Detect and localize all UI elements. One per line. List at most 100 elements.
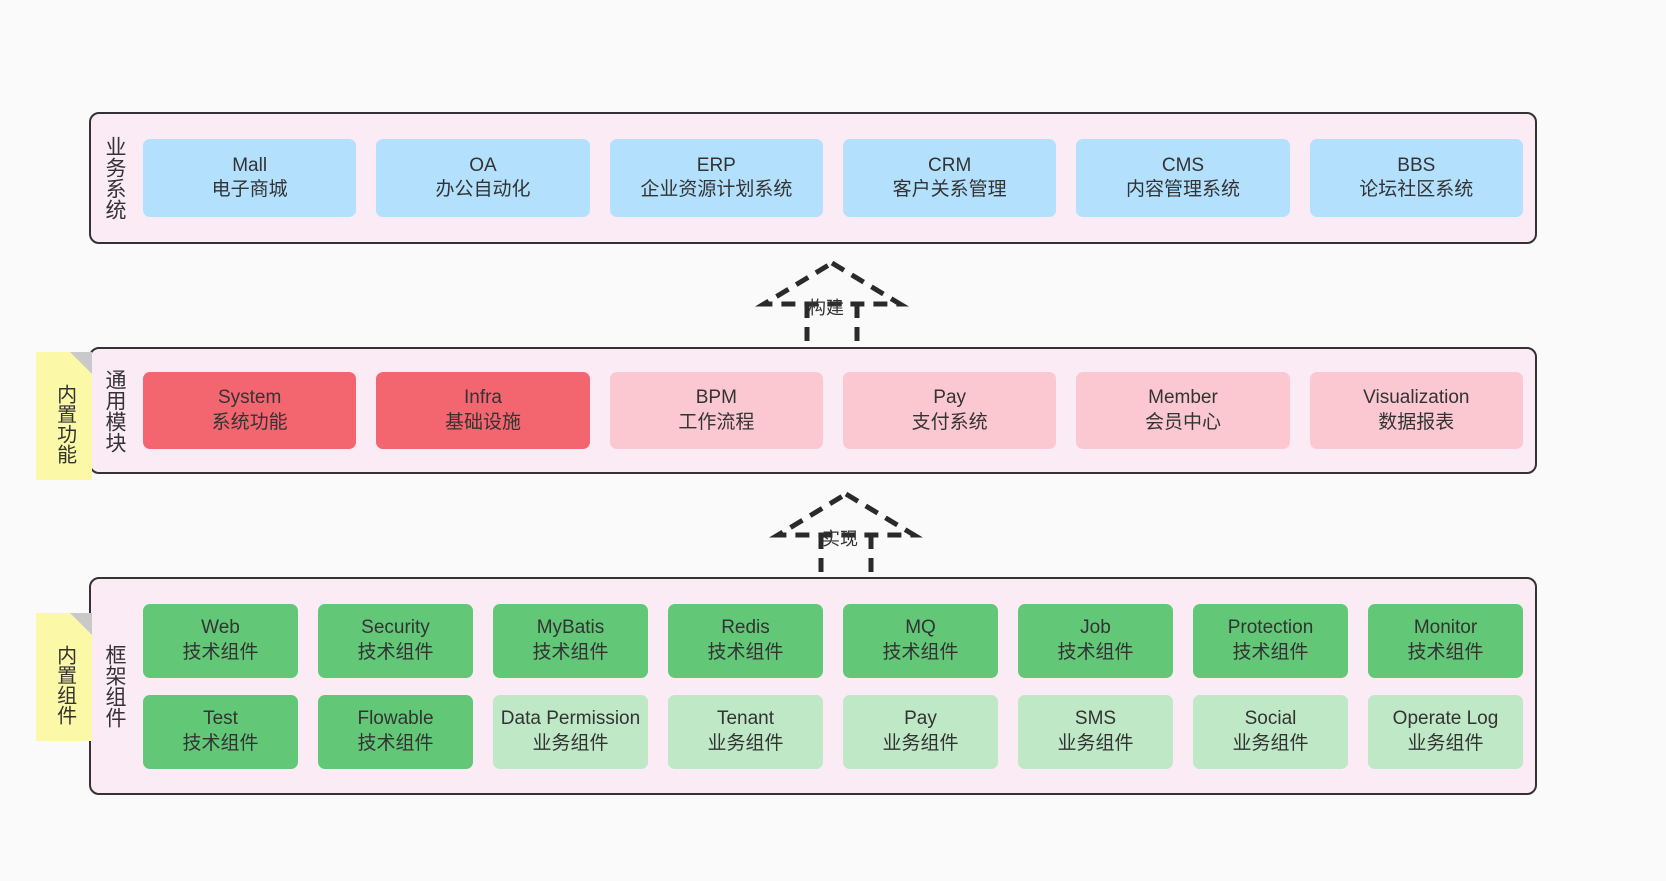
- box-infra[interactable]: Infra 基础设施: [376, 372, 590, 449]
- box-subtitle: 业务组件: [1407, 732, 1484, 754]
- box-title: Protection: [1227, 617, 1314, 639]
- box-subtitle: 基础设施: [444, 411, 521, 433]
- box-pay-component[interactable]: Pay 业务组件: [843, 694, 998, 769]
- generalization-arrow-icon: [769, 491, 923, 577]
- box-erp[interactable]: ERP 企业资源计划系统: [609, 139, 823, 217]
- box-subtitle: 支付系统: [911, 411, 988, 433]
- box-bpm[interactable]: BPM 工作流程: [609, 372, 823, 449]
- box-subtitle: 业务组件: [532, 732, 609, 754]
- box-bbs[interactable]: BBS 论坛社区系统: [1309, 139, 1523, 217]
- box-subtitle: 技术组件: [882, 641, 959, 663]
- box-flowable[interactable]: Flowable 技术组件: [318, 694, 473, 769]
- box-web[interactable]: Web 技术组件: [143, 603, 298, 678]
- box-title: ERP: [696, 154, 736, 176]
- box-tenant[interactable]: Tenant 业务组件: [668, 694, 823, 769]
- layer-common-modules: 通用模块 System 系统功能 Infra 基础设施 BPM 工作流程 Pay…: [89, 347, 1537, 474]
- box-subtitle: 技术组件: [182, 641, 259, 663]
- connector-implement: 实现: [766, 489, 926, 577]
- box-title: CRM: [928, 154, 972, 176]
- box-title: Security: [361, 617, 430, 639]
- box-subtitle: 内容管理系统: [1125, 179, 1240, 200]
- box-title: BBS: [1397, 154, 1436, 176]
- generalization-arrow-icon: [755, 260, 909, 348]
- box-subtitle: 业务组件: [707, 732, 784, 754]
- box-title: Data Permission: [500, 708, 641, 730]
- row-technical-components: Web 技术组件 Security 技术组件 MyBatis 技术组件 Redi…: [143, 603, 1523, 678]
- box-security[interactable]: Security 技术组件: [318, 603, 473, 678]
- box-subtitle: 业务组件: [1232, 732, 1309, 754]
- box-title: SMS: [1074, 708, 1117, 730]
- box-title: Flowable: [357, 708, 434, 730]
- box-cms[interactable]: CMS 内容管理系统: [1076, 139, 1290, 217]
- layer-body-framework-components: Web 技术组件 Security 技术组件 MyBatis 技术组件 Redi…: [137, 579, 1535, 793]
- row-business-systems: Mall 电子商城 OA 办公自动化 ERP 企业资源计划系统 CRM 客户关系…: [143, 139, 1523, 217]
- connector-build: 构建: [752, 258, 912, 348]
- folded-corner-icon: [70, 613, 92, 635]
- box-operate-log[interactable]: Operate Log 业务组件: [1368, 694, 1523, 769]
- box-oa[interactable]: OA 办公自动化: [376, 139, 590, 217]
- box-mybatis[interactable]: MyBatis 技术组件: [493, 603, 648, 678]
- box-title: MQ: [905, 617, 936, 639]
- box-title: Pay: [933, 387, 967, 409]
- box-subtitle: 技术组件: [1232, 641, 1309, 663]
- sticky-note-text: 内置功能: [53, 384, 76, 464]
- box-system[interactable]: System 系统功能: [143, 372, 357, 449]
- layer-body-common-modules: System 系统功能 Infra 基础设施 BPM 工作流程 Pay 支付系统…: [137, 349, 1535, 472]
- box-subtitle: 论坛社区系统: [1359, 179, 1474, 200]
- box-mq[interactable]: MQ 技术组件: [843, 603, 998, 678]
- box-title: Redis: [721, 617, 770, 639]
- box-member[interactable]: Member 会员中心: [1076, 372, 1290, 449]
- box-title: OA: [469, 154, 497, 176]
- box-subtitle: 技术组件: [707, 641, 784, 663]
- box-title: Monitor: [1413, 617, 1478, 639]
- box-subtitle: 企业资源计划系统: [640, 179, 793, 200]
- box-title: Infra: [463, 387, 502, 409]
- box-title: Operate Log: [1392, 708, 1499, 730]
- row-common-modules: System 系统功能 Infra 基础设施 BPM 工作流程 Pay 支付系统…: [143, 372, 1523, 449]
- folded-corner-icon: [70, 352, 92, 374]
- box-title: Social: [1244, 708, 1297, 730]
- box-title: Web: [201, 617, 240, 639]
- layer-title-common-modules: 通用模块: [102, 368, 126, 453]
- layer-body-business-systems: Mall 电子商城 OA 办公自动化 ERP 企业资源计划系统 CRM 客户关系…: [137, 114, 1535, 242]
- box-subtitle: 技术组件: [357, 641, 434, 663]
- box-data-permission[interactable]: Data Permission 业务组件: [493, 694, 648, 769]
- connector-build-label: 构建: [808, 298, 844, 318]
- sticky-note-builtin-features: 内置功能: [36, 352, 92, 480]
- box-title: BPM: [695, 387, 737, 409]
- box-title: System: [217, 387, 282, 409]
- box-monitor[interactable]: Monitor 技术组件: [1368, 603, 1523, 678]
- box-title: Test: [203, 708, 238, 730]
- box-social[interactable]: Social 业务组件: [1193, 694, 1348, 769]
- box-subtitle: 技术组件: [182, 732, 259, 754]
- box-title: Member: [1148, 387, 1218, 409]
- box-title: Pay: [904, 708, 937, 730]
- box-protection[interactable]: Protection 技术组件: [1193, 603, 1348, 678]
- layer-title-business-systems: 业务系统: [102, 136, 126, 220]
- box-crm[interactable]: CRM 客户关系管理: [842, 139, 1057, 217]
- box-subtitle: 数据报表: [1378, 411, 1455, 433]
- box-subtitle: 系统功能: [211, 411, 288, 433]
- box-job[interactable]: Job 技术组件: [1018, 603, 1173, 678]
- box-sms[interactable]: SMS 业务组件: [1018, 694, 1173, 769]
- box-subtitle: 业务组件: [882, 732, 959, 754]
- layer-title-framework-components: 框架组件: [102, 644, 126, 728]
- box-title: Tenant: [716, 708, 775, 730]
- box-subtitle: 技术组件: [532, 641, 609, 663]
- sticky-note-builtin-components: 内置组件: [36, 613, 92, 741]
- box-pay-module[interactable]: Pay 支付系统: [842, 372, 1057, 449]
- box-subtitle: 电子商城: [211, 179, 288, 200]
- box-redis[interactable]: Redis 技术组件: [668, 603, 823, 678]
- box-subtitle: 业务组件: [1057, 732, 1134, 754]
- box-subtitle: 会员中心: [1144, 411, 1221, 433]
- box-mall[interactable]: Mall 电子商城: [143, 139, 357, 217]
- box-subtitle: 技术组件: [1407, 641, 1484, 663]
- box-visualization[interactable]: Visualization 数据报表: [1309, 372, 1523, 449]
- box-title: MyBatis: [536, 617, 605, 639]
- layer-framework-components: 框架组件 Web 技术组件 Security 技术组件 MyBatis 技术组件…: [89, 577, 1537, 795]
- box-test[interactable]: Test 技术组件: [143, 694, 298, 769]
- box-subtitle: 办公自动化: [435, 179, 531, 200]
- box-subtitle: 客户关系管理: [892, 179, 1007, 200]
- box-title: CMS: [1161, 154, 1205, 176]
